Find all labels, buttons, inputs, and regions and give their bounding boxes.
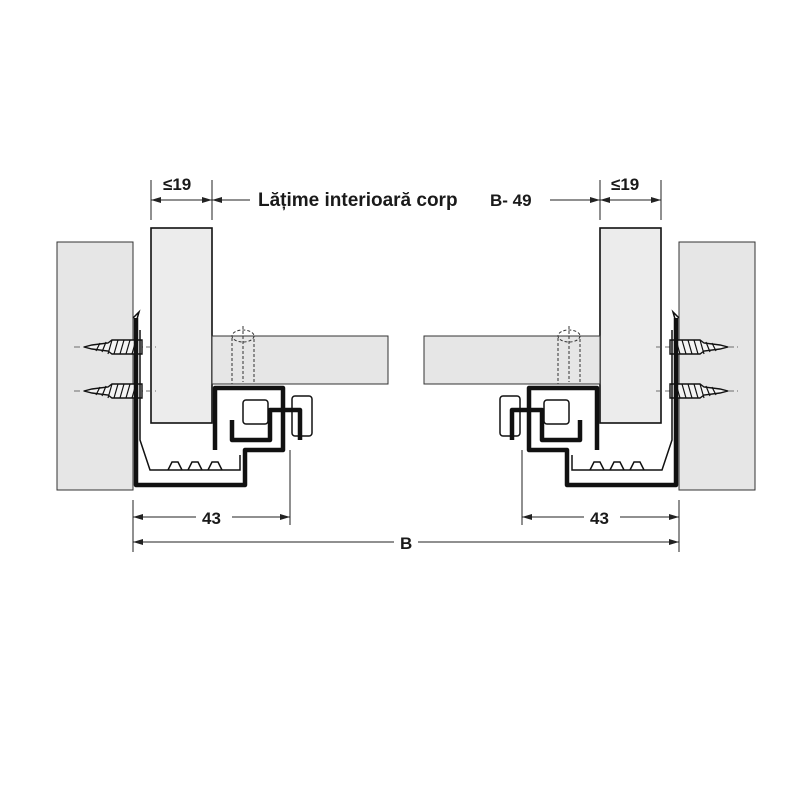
right-bottom-dim-label: 43 bbox=[590, 509, 609, 528]
left-top-dim-label: ≤19 bbox=[163, 175, 191, 194]
right-runner-profile bbox=[499, 309, 680, 488]
inner-width-dimension: Lățime interioară corp B- 49 bbox=[212, 186, 600, 212]
left-assembly: ≤19 43 bbox=[56, 175, 389, 552]
right-drawer-bottom bbox=[423, 335, 601, 385]
overall-width-dimension: B bbox=[133, 531, 679, 553]
right-locking-dowel-icon bbox=[557, 326, 581, 385]
left-bottom-dim-label: 43 bbox=[202, 509, 221, 528]
left-drawer-side bbox=[150, 227, 213, 424]
right-cabinet-wall bbox=[678, 241, 756, 491]
overall-width-label: B bbox=[400, 534, 412, 553]
left-runner-profile bbox=[132, 309, 313, 488]
left-cabinet-wall bbox=[56, 241, 134, 491]
inner-width-label: Lățime interioară corp bbox=[258, 190, 458, 211]
right-assembly: ≤19 43 bbox=[423, 175, 756, 552]
left-drawer-bottom bbox=[211, 335, 389, 385]
left-locking-dowel-icon bbox=[231, 326, 255, 385]
right-drawer-side bbox=[599, 227, 662, 424]
inner-width-value: B- 49 bbox=[490, 191, 532, 210]
right-top-dim-label: ≤19 bbox=[611, 175, 639, 194]
